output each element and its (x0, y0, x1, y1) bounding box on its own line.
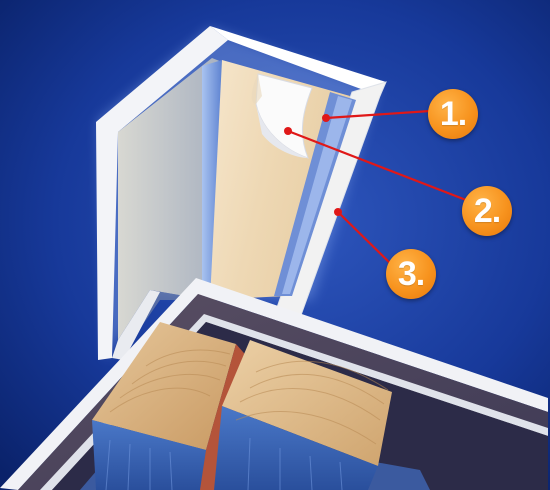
callout-1: 1. (428, 89, 478, 139)
callout-2: 2. (462, 186, 512, 236)
leader-dot-2 (284, 127, 292, 135)
leader-dot-1 (322, 114, 330, 122)
callout-3: 3. (386, 249, 436, 299)
leader-dot-3 (334, 208, 342, 216)
